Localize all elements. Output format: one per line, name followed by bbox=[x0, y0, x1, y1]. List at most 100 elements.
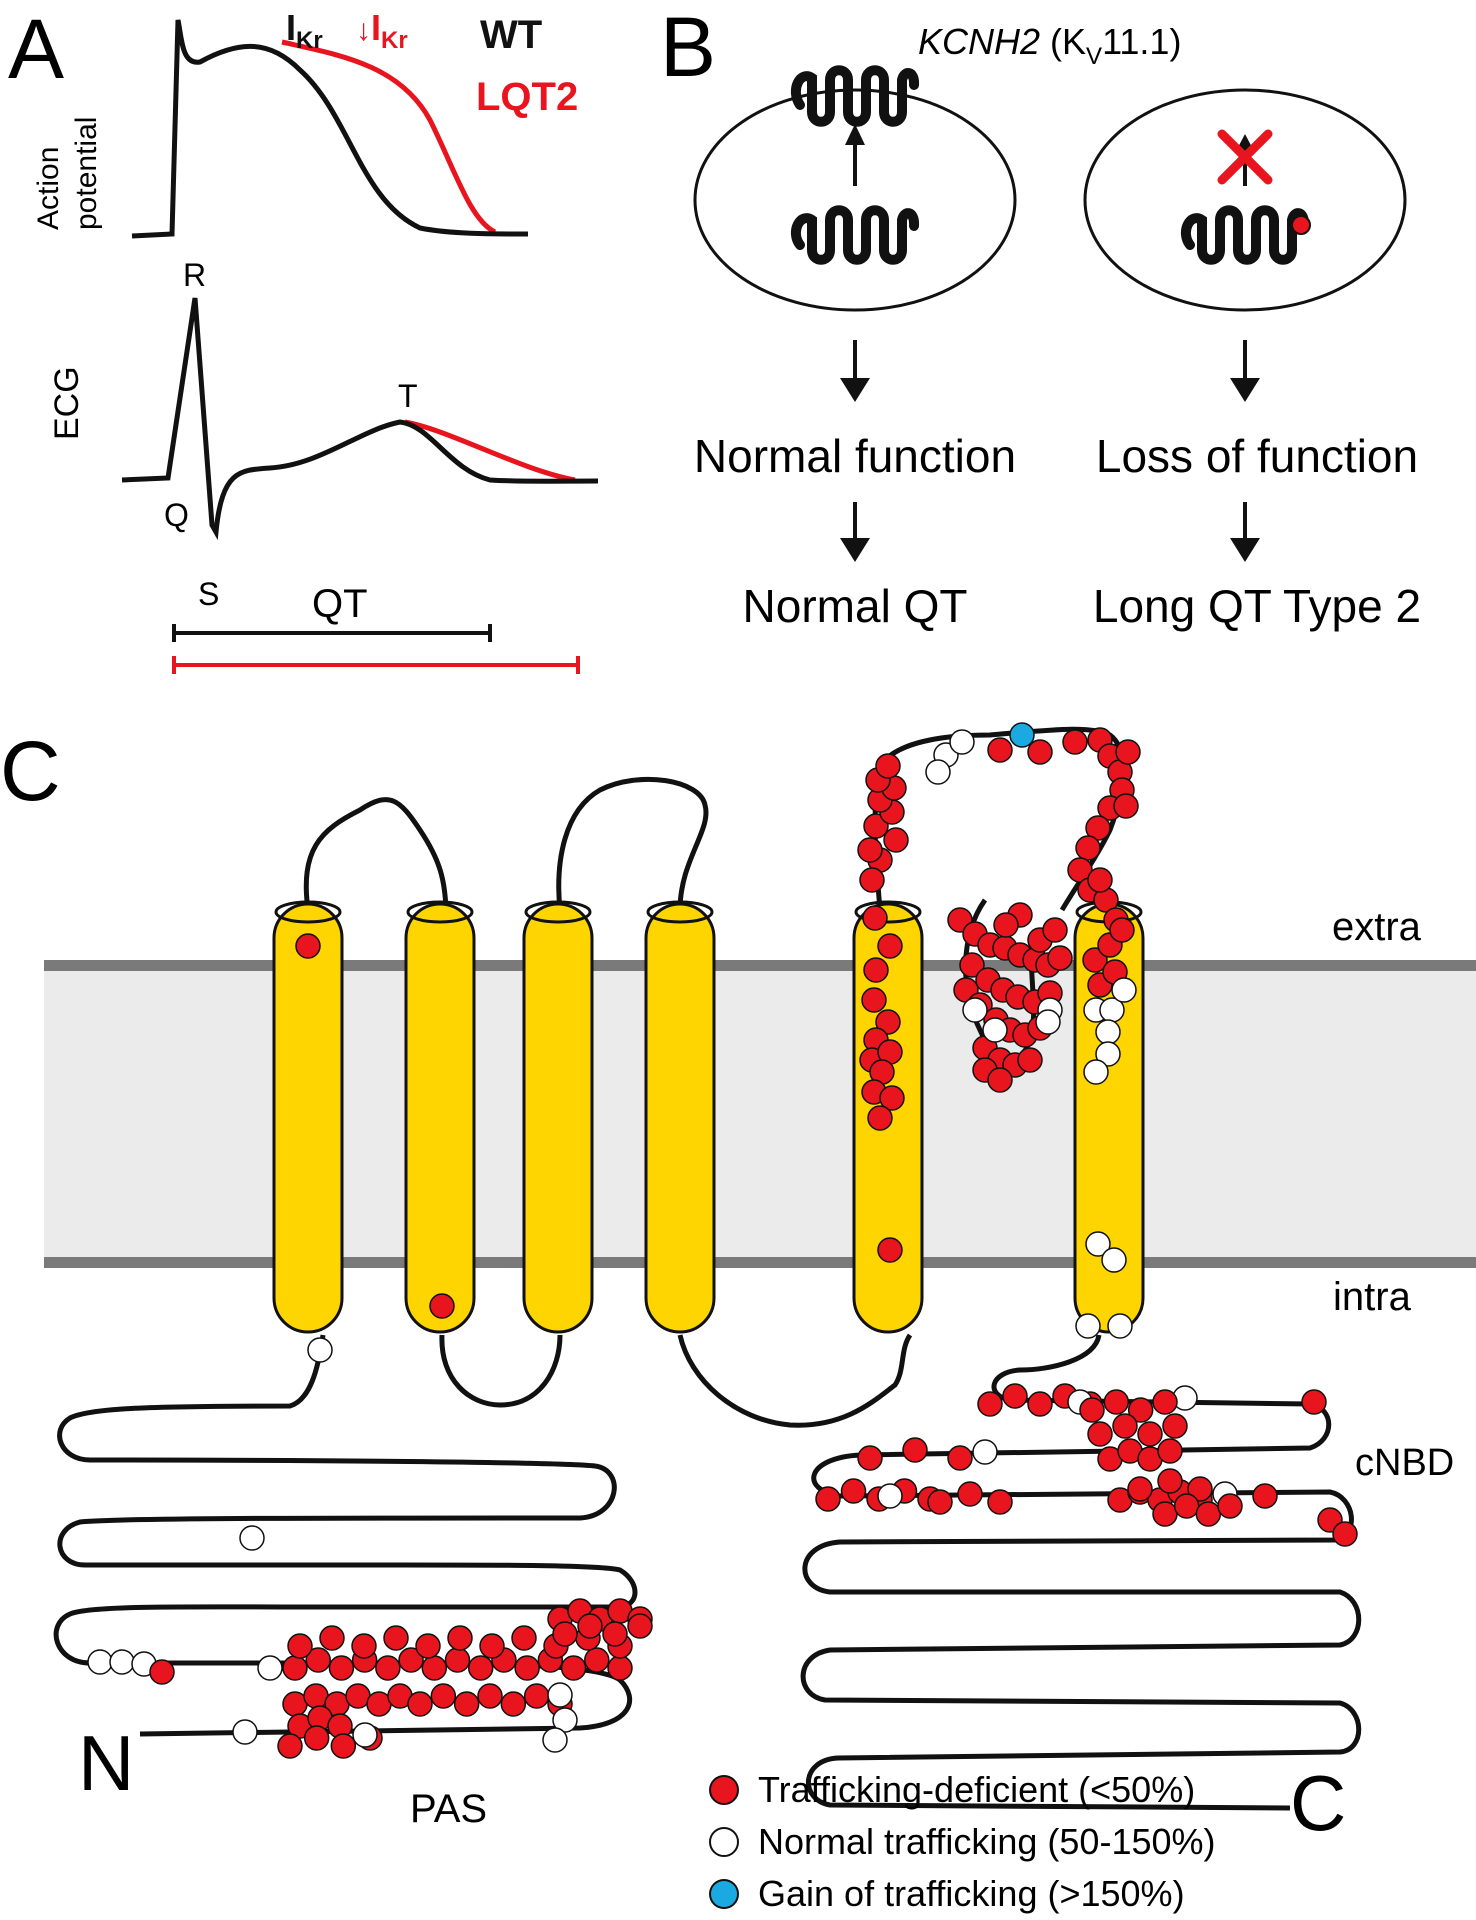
legend-red-marker-icon bbox=[709, 1775, 739, 1805]
variant-marker-normal bbox=[1035, 1009, 1061, 1035]
variant-marker-normal bbox=[972, 1439, 998, 1465]
variant-marker-deficient bbox=[584, 1647, 610, 1673]
variant-marker-deficient bbox=[875, 753, 901, 779]
long-qt-text: Long QT Type 2 bbox=[1093, 580, 1421, 632]
variant-marker-normal bbox=[1107, 1313, 1133, 1339]
variant-marker-deficient bbox=[1127, 1476, 1153, 1502]
lqt2-channel-er-icon bbox=[1180, 205, 1310, 265]
helix-s1 bbox=[272, 900, 344, 1334]
variant-marker-deficient bbox=[500, 1691, 527, 1717]
variant-marker-deficient bbox=[319, 1625, 345, 1651]
variant-marker-deficient bbox=[1173, 1493, 1200, 1519]
variant-marker-deficient bbox=[902, 1437, 928, 1463]
blocked-x-icon bbox=[1217, 129, 1273, 185]
variant-marker-deficient bbox=[859, 867, 885, 893]
gene-name: KCNH2 bbox=[918, 21, 1040, 62]
loop-s2-s3 bbox=[439, 1334, 563, 1408]
variant-marker-deficient bbox=[947, 1445, 973, 1471]
variant-marker-deficient bbox=[862, 905, 888, 931]
ecg-trace-lqt2 bbox=[404, 419, 576, 483]
extra-label: extra bbox=[1332, 905, 1422, 949]
variant-marker-deficient bbox=[1103, 1389, 1130, 1415]
helix-s3 bbox=[522, 900, 594, 1334]
variant-marker-deficient bbox=[867, 1105, 893, 1131]
variant-marker-deficient bbox=[857, 837, 883, 863]
legend-white-marker-icon bbox=[709, 1827, 739, 1857]
legend-blue-marker-icon bbox=[709, 1879, 739, 1909]
qt-interval-lqt2 bbox=[172, 656, 580, 674]
variant-marker-deficient bbox=[415, 1633, 441, 1659]
variant-marker-deficient bbox=[479, 1633, 505, 1659]
n-terminal-tail bbox=[53, 1334, 638, 1737]
mutation-marker-icon bbox=[1291, 215, 1311, 235]
variant-marker-normal bbox=[232, 1719, 258, 1745]
normal-function-text: Normal function bbox=[694, 430, 1016, 482]
legend-lqt2: LQT2 bbox=[476, 75, 578, 119]
variant-marker-normal bbox=[352, 1722, 378, 1748]
variant-marker-deficient bbox=[1062, 729, 1088, 755]
ecg-s-label: S bbox=[198, 576, 219, 612]
variant-marker-deficient bbox=[430, 1683, 457, 1709]
variant-marker-deficient bbox=[883, 827, 909, 853]
variant-marker-normal bbox=[109, 1649, 135, 1675]
variant-marker-normal bbox=[1083, 1059, 1109, 1085]
ap-trace-lqt2 bbox=[281, 39, 497, 235]
intra-label: intra bbox=[1333, 1275, 1412, 1319]
variant-marker-deficient bbox=[407, 1691, 433, 1717]
variant-marker-deficient bbox=[1085, 815, 1111, 841]
variant-marker-normal bbox=[547, 1682, 573, 1708]
variant-marker-deficient bbox=[1027, 739, 1053, 765]
variant-marker-deficient bbox=[987, 1489, 1013, 1515]
variant-marker-normal bbox=[1095, 1041, 1121, 1067]
ecg-ylabel: ECG bbox=[48, 366, 86, 440]
variant-marker-deficient bbox=[861, 987, 887, 1013]
cell-wt bbox=[693, 88, 1017, 312]
ap-ylabel-line2: potential bbox=[70, 117, 103, 230]
variant-marker-normal bbox=[239, 1525, 265, 1551]
variant-marker-deficient bbox=[330, 1733, 357, 1759]
lqt2-flow-arrow-1 bbox=[1230, 340, 1260, 402]
wt-trafficking-arrowhead-icon bbox=[845, 124, 865, 145]
helix-s4 bbox=[644, 900, 716, 1334]
variant-marker-deficient bbox=[421, 1655, 448, 1681]
variant-markers bbox=[87, 722, 1358, 1759]
pas-label: PAS bbox=[410, 1787, 487, 1831]
legend: Trafficking-deficient (<50%) Normal traf… bbox=[709, 1769, 1216, 1914]
channel-subscript: V bbox=[1086, 43, 1102, 70]
ecg-trace-wt bbox=[121, 297, 599, 541]
legend-item-normal-trafficking: Normal trafficking (50-150%) bbox=[758, 1821, 1216, 1862]
panel-b: B KCNH2 (KV11.1) Normal funct bbox=[660, 0, 1421, 632]
variant-marker-deficient bbox=[351, 1633, 377, 1659]
variant-marker-deficient bbox=[863, 813, 889, 839]
variant-marker-deficient bbox=[987, 737, 1013, 763]
ecg-r-label: R bbox=[183, 257, 206, 293]
panel-a: A Action potential IKr ↓IKr WT LQT2 ECG … bbox=[8, 2, 599, 674]
variant-marker-deficient bbox=[602, 1621, 628, 1647]
legend-item-gain-of-trafficking: Gain of trafficking (>150%) bbox=[758, 1873, 1185, 1914]
variant-marker-deficient bbox=[1152, 1389, 1178, 1415]
variant-marker-deficient bbox=[277, 1733, 303, 1759]
ikr-label: IKr bbox=[286, 7, 323, 54]
variant-marker-deficient bbox=[1113, 793, 1139, 819]
ecg-t-label: T bbox=[398, 378, 418, 414]
ap-ylabel-line1: Action bbox=[32, 147, 65, 230]
variant-marker-deficient bbox=[959, 952, 985, 978]
panel-c-label: C bbox=[0, 724, 61, 818]
variant-marker-deficient bbox=[875, 1009, 901, 1035]
qt-label: QT bbox=[312, 582, 368, 626]
variant-marker-deficient bbox=[1137, 1421, 1163, 1447]
variant-marker-deficient bbox=[383, 1625, 409, 1651]
variant-marker-deficient bbox=[429, 1293, 455, 1319]
variant-marker-deficient bbox=[295, 933, 321, 959]
variant-marker-deficient bbox=[1252, 1483, 1278, 1509]
variant-marker-normal bbox=[542, 1727, 568, 1753]
lqt2-flow-arrow-2 bbox=[1230, 502, 1260, 562]
membrane-outer-edge bbox=[44, 960, 1476, 971]
panel-a-label: A bbox=[8, 2, 64, 96]
variant-marker-deficient bbox=[287, 1633, 313, 1659]
variant-marker-deficient bbox=[303, 1725, 330, 1751]
variant-marker-deficient bbox=[328, 1655, 355, 1681]
variant-marker-deficient bbox=[514, 1655, 540, 1681]
variant-marker-deficient bbox=[444, 1647, 471, 1673]
